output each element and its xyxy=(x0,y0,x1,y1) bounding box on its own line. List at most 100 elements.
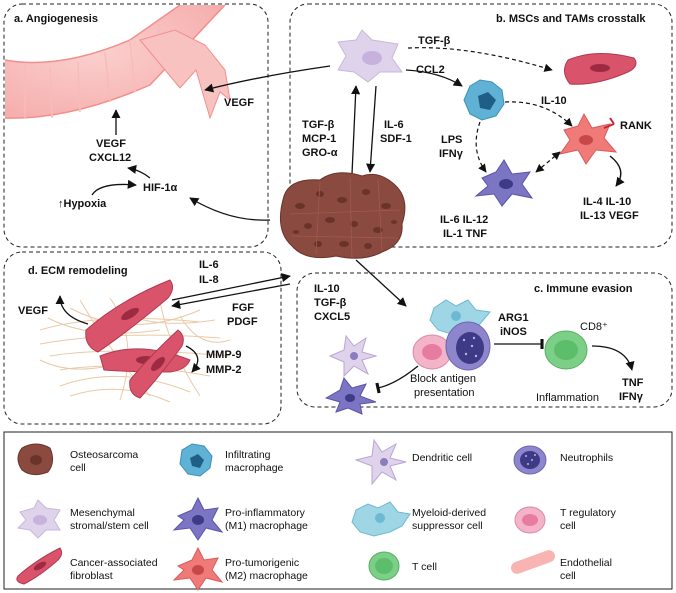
legend-mdsc-line1: Myeloid-derived xyxy=(412,507,486,519)
legend-dendritic-line1: Dendritic cell xyxy=(412,452,472,464)
neutrophil-icon xyxy=(513,445,547,475)
legend-tcell-line1: T cell xyxy=(412,561,437,573)
mmp9-label: MMP-9 xyxy=(206,349,241,361)
tgfb-c-label: TGF-β xyxy=(314,297,347,309)
infiltrating-macrophage-icon xyxy=(179,443,213,477)
inflammation-label: Inflammation xyxy=(536,392,599,404)
fibroblast-b xyxy=(564,52,637,85)
m1-out-2-label: IL-1 TNF xyxy=(443,228,487,240)
osteosarcoma-tumor xyxy=(279,172,406,259)
arrow-tumor-to-msc xyxy=(351,85,361,175)
legend-caf-line2: fibroblast xyxy=(70,570,113,582)
mdsc-icon xyxy=(351,501,411,537)
arrow-fibroblast-to-mmp xyxy=(185,345,201,373)
arrow-msc-to-vessel xyxy=(204,65,331,93)
il10-c-label: IL-10 xyxy=(314,283,340,295)
inos-label: iNOS xyxy=(500,326,527,338)
pdgf-label: PDGF xyxy=(227,316,258,328)
panel-b-title: b. MSCs and TAMs crosstalk xyxy=(496,13,646,25)
arrow-t-cell-to-tnf xyxy=(591,345,635,371)
legend-border xyxy=(3,431,673,590)
neutrophil-cell-c xyxy=(445,321,491,371)
ccl2-label: CCL2 xyxy=(416,64,445,76)
block-antigen-label: Block antigen xyxy=(410,373,476,385)
cd8-t-cell xyxy=(544,330,588,370)
arrow-msc-to-tumor xyxy=(366,85,377,173)
endothelial-cell-icon xyxy=(511,550,555,574)
panel-a-title: a. Angiogenesis xyxy=(14,13,98,25)
hypoxia-label: ↑Hypoxia xyxy=(58,198,107,210)
cxcl5-label: CXCL5 xyxy=(314,311,350,323)
legend-m2-line1: Pro-tumorigenic xyxy=(225,557,299,569)
presentation-label: presentation xyxy=(414,387,475,399)
dendritic-cell-c1 xyxy=(328,334,378,378)
arrow-macrophage-to-m2 xyxy=(504,101,573,127)
legend-treg-line2: cell xyxy=(560,520,576,532)
arrow-hypoxia-to-hif xyxy=(91,179,137,196)
arrow-tumor-to-hif xyxy=(189,197,271,221)
osteosarcoma-cell-icon xyxy=(17,443,54,476)
msc-cell xyxy=(337,29,403,83)
tnf-label: TNF xyxy=(622,377,644,389)
arrow-msc-to-macrophage xyxy=(405,69,463,87)
panel-c-title: c. Immune evasion xyxy=(534,283,633,295)
m1-macrophage-b xyxy=(474,159,534,207)
dendritic-cell-c2 xyxy=(324,376,377,415)
vegf-d-label: VEGF xyxy=(18,305,48,317)
legend-m2-line2: (M2) macrophage xyxy=(225,570,308,582)
il10-b-label: IL-10 xyxy=(541,95,567,107)
legend-caf-line1: Cancer-associated xyxy=(70,557,158,569)
vegf-label: VEGF xyxy=(96,138,126,150)
panel-a-border xyxy=(3,3,269,248)
m2-out-2-label: IL-13 VEGF xyxy=(580,210,639,222)
arg1-label: ARG1 xyxy=(498,312,529,324)
legend-infiltrating-line1: Infiltrating xyxy=(225,449,271,461)
mcp1-label: MCP-1 xyxy=(302,133,336,145)
panel-d-border xyxy=(3,251,282,425)
mmp2-label: MMP-2 xyxy=(206,364,241,376)
cd8-label: CD8⁺ xyxy=(580,321,608,333)
arrow-hif-to-vegf xyxy=(127,164,151,179)
arrow-tumor-to-suppressors xyxy=(355,259,407,307)
il6-b-label: IL-6 xyxy=(384,119,404,131)
rank-label: RANK xyxy=(620,120,652,132)
groa-label: GRO-α xyxy=(302,147,338,159)
legend-m1-line1: Pro-inflammatory xyxy=(225,507,306,519)
legend-m1-line2: (M1) macrophage xyxy=(225,520,308,532)
vegf-in-label: VEGF xyxy=(224,97,254,109)
treg-icon xyxy=(514,506,546,534)
legend-msc-line1: Mesenchymal xyxy=(70,507,135,519)
legend-infiltrating-line2: macrophage xyxy=(225,462,284,474)
legend-neutrophils-line1: Neutrophils xyxy=(560,452,613,464)
legend-mdsc-line2: suppressor cell xyxy=(412,520,483,532)
il6-d-label: IL-6 xyxy=(199,259,219,271)
arrow-fibroblast-to-vegf xyxy=(55,295,89,325)
m2-out-1-label: IL-4 IL-10 xyxy=(583,196,631,208)
legend-osteosarcoma-line1: Osteosarcoma xyxy=(70,449,138,461)
tgfb-left-label: TGF-β xyxy=(302,119,335,131)
ifn-label: IFNγ xyxy=(439,148,464,160)
infiltrating-macrophage-b xyxy=(463,79,505,121)
fibroblasts-d xyxy=(85,279,191,399)
m2-macrophage-icon xyxy=(172,546,224,591)
arrow-m2-output xyxy=(609,155,625,187)
m1-macrophage-icon xyxy=(172,496,224,541)
arrow-macrophage-to-m1 xyxy=(475,121,487,173)
legend-endothelial-line1: Endothelial xyxy=(560,557,612,569)
il8-d-label: IL-8 xyxy=(199,274,219,286)
ifn-c-label: IFNγ xyxy=(619,391,644,403)
legend: Osteosarcoma cell Infiltrating macrophag… xyxy=(16,438,617,591)
tgfb-top-label: TGF-β xyxy=(418,35,451,47)
msc-icon xyxy=(16,499,61,539)
arrow-msc-to-fibroblast xyxy=(407,47,553,72)
m2-macrophage-b xyxy=(558,112,618,165)
panel-b-border xyxy=(289,3,673,248)
arrow-fibroblast-out xyxy=(171,283,291,309)
m1-out-1-label: IL-6 IL-12 xyxy=(440,214,488,226)
fgf-label: FGF xyxy=(232,302,254,314)
lps-label: LPS xyxy=(441,134,462,146)
sdf1-label: SDF-1 xyxy=(380,133,412,145)
legend-msc-line2: stromal/stem cell xyxy=(70,520,149,532)
dendritic-cell-icon xyxy=(354,438,407,486)
